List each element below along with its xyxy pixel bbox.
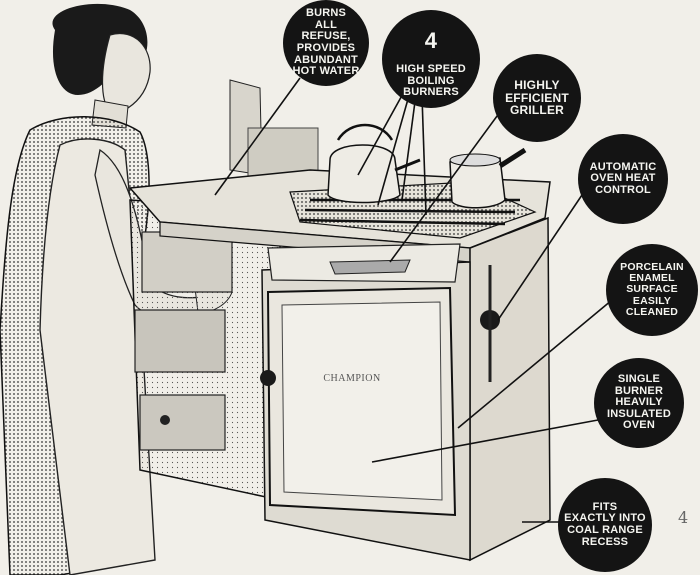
- callout-refuse-hot-water: BURNS ALL REFUSE, PROVIDES ABUNDANT HOT …: [283, 0, 369, 86]
- callout-text: PORCELAIN ENAMEL SURFACE EASILY CLEANED: [620, 261, 684, 318]
- callout-text: AUTOMATIC OVEN HEAT CONTROL: [589, 160, 657, 196]
- callout-boiling-burners: 4 HIGH SPEED BOILING BURNERS: [382, 10, 480, 108]
- callout-leaders: [214, 77, 613, 523]
- callout-text: BURNS ALL REFUSE, PROVIDES ABUNDANT HOT …: [292, 7, 360, 78]
- callout-text: 4 HIGH SPEED BOILING BURNERS: [396, 19, 466, 99]
- oven-brand-label: CHAMPION: [323, 373, 381, 384]
- stove-illustration: [128, 79, 551, 562]
- callout-porcelain-enamel: PORCELAIN ENAMEL SURFACE EASILY CLEANED: [606, 244, 698, 336]
- callout-text: HIGHLY EFFICIENT GRILLER: [505, 78, 569, 118]
- corner-mark: 4: [678, 508, 689, 527]
- callout-text: SINGLE BURNER HEAVILY INSULATED OVEN: [607, 373, 671, 432]
- callout-text: FITS EXACTLY INTO COAL RANGE RECESS: [564, 500, 646, 548]
- callout-griller: HIGHLY EFFICIENT GRILLER: [493, 54, 581, 142]
- callout-oven-heat-control: AUTOMATIC OVEN HEAT CONTROL: [578, 134, 668, 224]
- callout-insulated-oven: SINGLE BURNER HEAVILY INSULATED OVEN: [594, 358, 684, 448]
- callout-label: HIGH SPEED BOILING BURNERS: [396, 63, 466, 99]
- callout-number: 4: [424, 27, 438, 53]
- callout-fits-coal-range: FITS EXACTLY INTO COAL RANGE RECESS: [558, 478, 652, 572]
